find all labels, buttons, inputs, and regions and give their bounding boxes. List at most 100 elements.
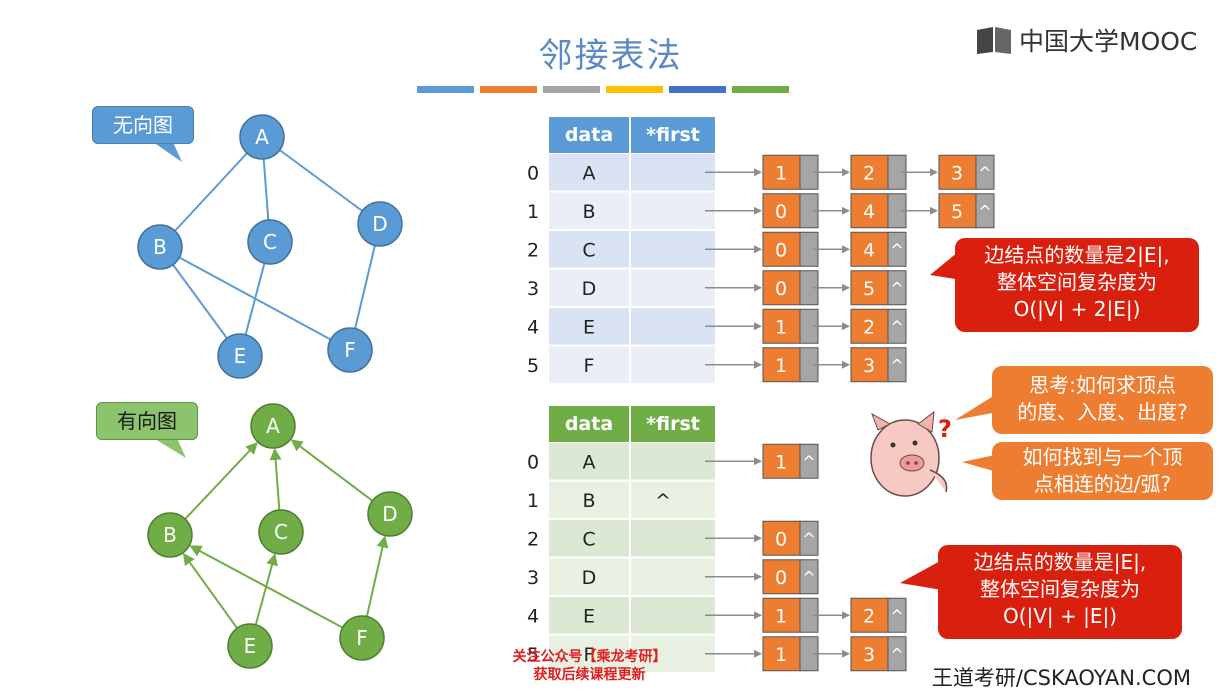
- row-index: 4: [527, 316, 539, 338]
- edge-node-value: 1: [775, 355, 787, 377]
- row-data: C: [582, 528, 595, 550]
- edge-node-null: ^: [890, 279, 903, 298]
- edge-node-value: 0: [775, 201, 787, 223]
- row-data: D: [582, 278, 597, 300]
- pig-eye: [913, 441, 918, 446]
- undirected-graph-label-text: 无向图: [113, 113, 173, 137]
- row-index: 4: [527, 605, 539, 627]
- callout-line: 整体空间复杂度为: [938, 576, 1182, 603]
- callout-line: 点相连的边/弧?: [992, 471, 1213, 498]
- row-data: C: [582, 239, 595, 261]
- table-header-first: *first: [646, 413, 700, 435]
- edge-node-value: 5: [863, 278, 875, 300]
- row-data: B: [582, 490, 595, 512]
- edge-node-null: ^: [890, 356, 903, 375]
- edge-node-null: ^: [802, 568, 815, 587]
- graph-node-label: E: [244, 634, 257, 658]
- table-header-data: data: [565, 413, 613, 435]
- row-data: F: [584, 355, 595, 377]
- row-data: B: [582, 201, 595, 223]
- callout-line: 边结点的数量是2|E|,: [955, 242, 1199, 269]
- table-cell: [631, 308, 715, 345]
- graph-arc: [275, 450, 280, 510]
- callout-line: 边结点的数量是|E|,: [938, 549, 1182, 576]
- table-cell: [631, 347, 715, 384]
- callout-undirected-complexity: 边结点的数量是2|E|, 整体空间复杂度为 O(|V| + 2|E|): [955, 238, 1199, 332]
- graph-arc: [292, 440, 372, 500]
- row-index: 1: [527, 490, 539, 512]
- edge-node-null: ^: [802, 529, 815, 548]
- directed-graph-label: 有向图: [96, 402, 198, 440]
- footer-brand: 王道考研/CSKAOYAN.COM: [932, 662, 1191, 692]
- edge-node-value: 3: [951, 162, 963, 184]
- watermark-line: 关注公众号【乘龙考研】: [497, 648, 682, 666]
- edge-node-value: 3: [863, 355, 875, 377]
- row-index: 0: [527, 451, 539, 473]
- undirected-graph-label: 无向图: [92, 106, 194, 144]
- row-index: 1: [527, 201, 539, 223]
- directed-graph-label-text: 有向图: [117, 409, 177, 433]
- edge-node-null: ^: [890, 645, 903, 664]
- edge-node-value: 1: [775, 644, 787, 666]
- table-cell: [631, 443, 715, 480]
- edge-node-null: ^: [978, 163, 991, 182]
- table-cell: [631, 193, 715, 230]
- table-cell: [631, 597, 715, 634]
- graph-node-label: D: [372, 212, 387, 236]
- row-data: E: [583, 316, 595, 338]
- row-index: 0: [527, 162, 539, 184]
- row-data: A: [583, 451, 596, 473]
- edge-node-null: ^: [802, 452, 815, 471]
- pig-eye: [891, 443, 896, 448]
- graph-arc: [184, 554, 237, 628]
- row-data: E: [583, 605, 595, 627]
- graph-node-label: A: [255, 125, 269, 149]
- row-first-null: ^: [655, 490, 671, 512]
- table-cell: [631, 231, 715, 268]
- table-cell: [631, 154, 715, 191]
- graph-node-label: E: [234, 344, 247, 368]
- think-callout-degree: 思考:如何求顶点 的度、入度、出度?: [992, 366, 1213, 434]
- callout-tail: [900, 560, 942, 590]
- row-data: D: [582, 567, 597, 589]
- edge-node-value: 1: [775, 451, 787, 473]
- edge-node-value: 0: [775, 567, 787, 589]
- table-header-data: data: [565, 124, 613, 146]
- edge-node-value: 4: [863, 239, 875, 261]
- callout-line: O(|V| + 2|E|): [955, 296, 1199, 323]
- edge-node-value: 0: [775, 239, 787, 261]
- graph-node-label: C: [263, 230, 277, 254]
- edge-node-value: 1: [775, 605, 787, 627]
- graph-node-label: D: [382, 502, 397, 526]
- callout-line: 的度、入度、出度?: [992, 399, 1213, 426]
- callout-line: 思考:如何求顶点: [992, 372, 1213, 399]
- row-index: 3: [527, 567, 539, 589]
- graph-node-label: F: [344, 338, 356, 362]
- graph-node-label: B: [163, 523, 177, 547]
- row-index: 3: [527, 278, 539, 300]
- edge-node-value: 0: [775, 278, 787, 300]
- table-cell: [631, 270, 715, 307]
- watermark: 关注公众号【乘龙考研】 获取后续课程更新: [497, 648, 682, 684]
- graph-arc: [367, 537, 385, 616]
- edge-node-null: ^: [890, 240, 903, 259]
- edge-node-null: ^: [978, 202, 991, 221]
- graph-arc: [191, 546, 342, 627]
- edge-node-null: ^: [890, 317, 903, 336]
- edge-node-null: ^: [890, 606, 903, 625]
- callout-directed-complexity: 边结点的数量是|E|, 整体空间复杂度为 O(|V| + |E|): [938, 545, 1182, 639]
- table-cell: [631, 520, 715, 557]
- edge-node-value: 2: [863, 316, 875, 338]
- graph-node-label: A: [266, 414, 280, 438]
- edge-node-value: 2: [863, 162, 875, 184]
- graph-node-label: C: [274, 520, 288, 544]
- row-index: 2: [527, 239, 539, 261]
- callout-line: 如何找到与一个顶: [992, 444, 1213, 471]
- think-callout-edges: 如何找到与一个顶 点相连的边/弧?: [992, 442, 1213, 500]
- row-index: 2: [527, 528, 539, 550]
- pig-snout: [900, 455, 924, 471]
- edge-node-value: 4: [863, 201, 875, 223]
- edge-node-value: 3: [863, 644, 875, 666]
- edge-node-value: 2: [863, 605, 875, 627]
